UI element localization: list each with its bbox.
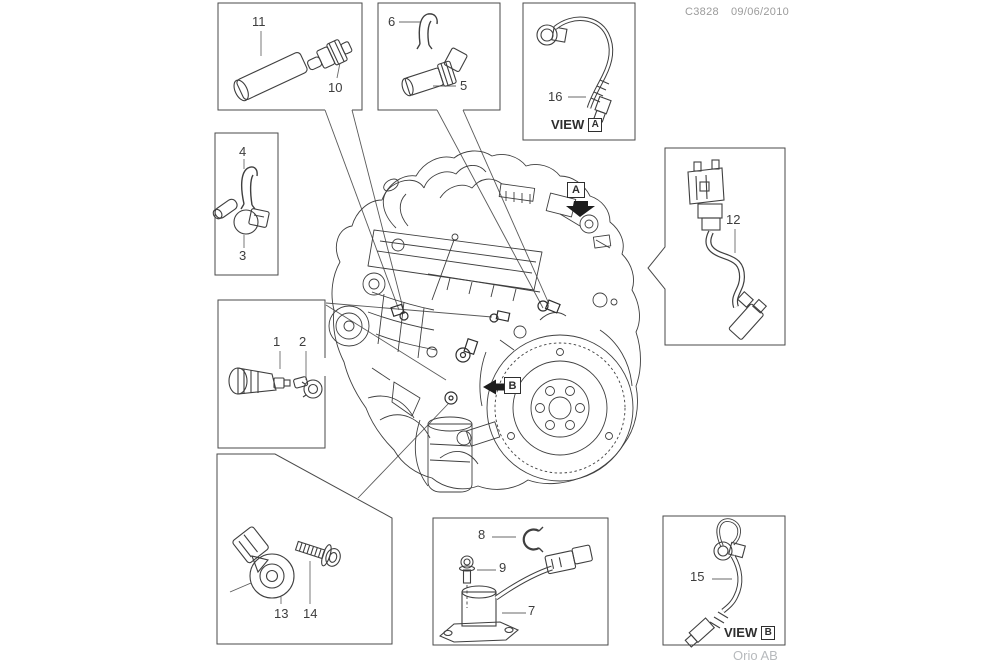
callout-box-15 xyxy=(662,515,786,646)
callout-box-13-14 xyxy=(216,453,393,645)
view-b-letterbox: B xyxy=(761,625,776,640)
part-4-clip xyxy=(240,166,258,210)
part-3-sensor xyxy=(212,198,270,235)
part-12-crank-sensor xyxy=(687,159,768,340)
view-a-text: VIEW xyxy=(551,117,585,132)
part-5-sensor xyxy=(401,47,468,97)
part-label-16: 16 xyxy=(548,89,563,104)
view-arrow-b xyxy=(483,379,504,395)
callout-box-11-10 xyxy=(217,2,363,111)
callout-box-16 xyxy=(522,2,636,141)
callout-box-4-3 xyxy=(214,132,279,276)
part-label-13: 13 xyxy=(274,606,289,621)
arrow-a-letterbox: A xyxy=(567,182,585,198)
view-a-label: VIEW A xyxy=(551,117,603,132)
drawing-code: C3828 xyxy=(685,6,719,18)
part-label-4: 4 xyxy=(239,144,247,159)
part-label-3: 3 xyxy=(239,248,247,263)
view-a-letterbox: A xyxy=(588,117,603,132)
engine-illustration xyxy=(328,150,641,493)
part-label-2: 2 xyxy=(299,334,307,349)
callout-box-1-2 xyxy=(217,299,326,449)
part-8-clip xyxy=(522,526,544,553)
arrow-b-letterbox: B xyxy=(504,377,521,394)
view-arrow-a xyxy=(566,201,595,217)
part-11-sleeve xyxy=(233,52,308,102)
view-b-text: VIEW xyxy=(724,625,758,640)
part-label-9: 9 xyxy=(499,560,507,575)
part-label-10: 10 xyxy=(328,80,343,95)
leader-lines xyxy=(229,109,550,593)
part-label-5: 5 xyxy=(460,78,468,93)
part-label-15: 15 xyxy=(690,569,705,584)
callout-boxes xyxy=(214,2,786,646)
part-label-7: 7 xyxy=(528,603,536,618)
part-label-11: 11 xyxy=(252,14,266,29)
callout-box-7-8-9 xyxy=(432,517,609,646)
callout-box-6-5 xyxy=(377,2,501,111)
part-label-6: 6 xyxy=(388,14,396,29)
publisher-brand: Orio AB xyxy=(733,648,778,663)
part-label-8: 8 xyxy=(478,527,486,542)
part-7-oil-level-sensor xyxy=(438,544,593,643)
engine-mounted-sensors xyxy=(390,299,561,405)
part-15-oxygen-sensor xyxy=(684,518,746,648)
part-10-sensor xyxy=(306,39,353,71)
part-6-clip xyxy=(416,13,438,50)
part-14-bolt xyxy=(294,540,341,567)
drawing-date: 09/06/2010 xyxy=(731,6,790,18)
part-label-14: 14 xyxy=(303,606,318,621)
part-16-oxygen-sensor xyxy=(536,16,614,123)
part-13-knock-sensor xyxy=(232,526,295,599)
part-2-plug xyxy=(293,376,323,399)
part-label-1: 1 xyxy=(273,334,281,349)
callout-box-12 xyxy=(647,147,786,346)
part-1-pressure-switch xyxy=(228,367,291,395)
view-b-label: VIEW B xyxy=(724,625,776,640)
part-label-12: 12 xyxy=(726,212,741,227)
